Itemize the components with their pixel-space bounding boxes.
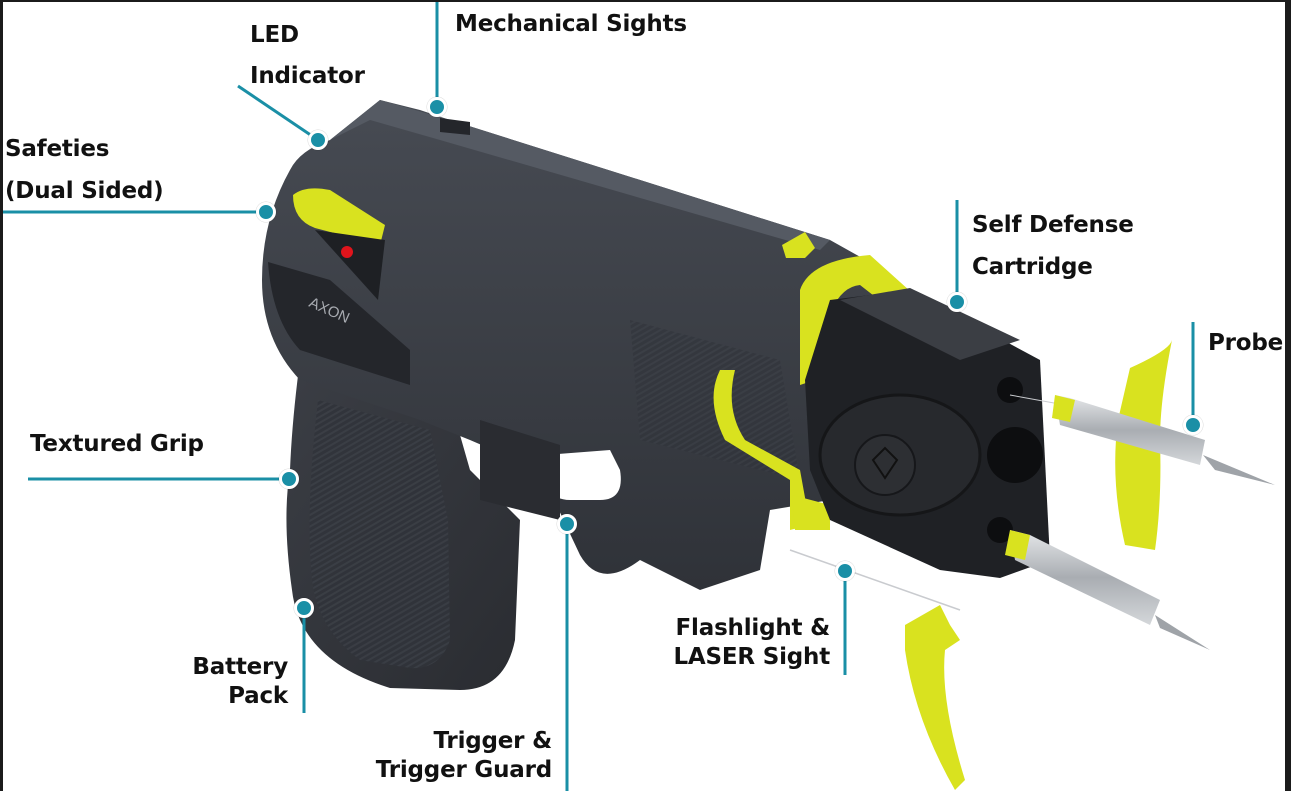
callout-label-led-indicator: LED Indicator <box>250 22 365 89</box>
callout-label-self-defense-cartridge: Self Defense Cartridge <box>972 212 1134 280</box>
led-indicator-light <box>341 246 353 258</box>
safeties-callout-dot-icon <box>256 202 276 222</box>
device-body: AXON <box>262 100 880 590</box>
lower-probe <box>905 530 1210 790</box>
callout-label-flashlight-laser: Flashlight & LASER Sight <box>673 615 830 670</box>
callout-label-trigger-guard: Trigger & Trigger Guard <box>375 728 552 783</box>
callout-label-textured-grip: Textured Grip <box>30 431 204 457</box>
battery-pack-callout-dot-icon <box>294 598 314 618</box>
textured-grip-shape <box>286 360 520 690</box>
flashlight-laser-callout-dot-icon <box>835 561 855 581</box>
device-illustration: AXON <box>3 2 1275 791</box>
callout-label-battery-pack: Battery Pack <box>192 654 288 709</box>
callout-label-mechanical-sights: Mechanical Sights <box>455 11 687 37</box>
callout-lines <box>3 2 1195 791</box>
trigger-guard-callout-dot-icon <box>557 514 577 534</box>
probe-callout-dot-icon <box>1183 415 1203 435</box>
upper-probe <box>1052 340 1275 550</box>
textured-grip-callout-dot-icon <box>279 469 299 489</box>
diagram-canvas: AXON <box>3 2 1285 791</box>
led-indicator-callout-dot-icon <box>308 130 328 150</box>
mechanical-sights-callout-dot-icon <box>427 97 447 117</box>
callout-label-probe: Probe <box>1208 330 1284 356</box>
callout-label-safeties: Safeties (Dual Sided) <box>5 136 164 204</box>
self-defense-cartridge-shape <box>805 288 1050 578</box>
self-defense-cartridge-callout-dot-icon <box>947 292 967 312</box>
cartridge-frame <box>713 255 920 530</box>
